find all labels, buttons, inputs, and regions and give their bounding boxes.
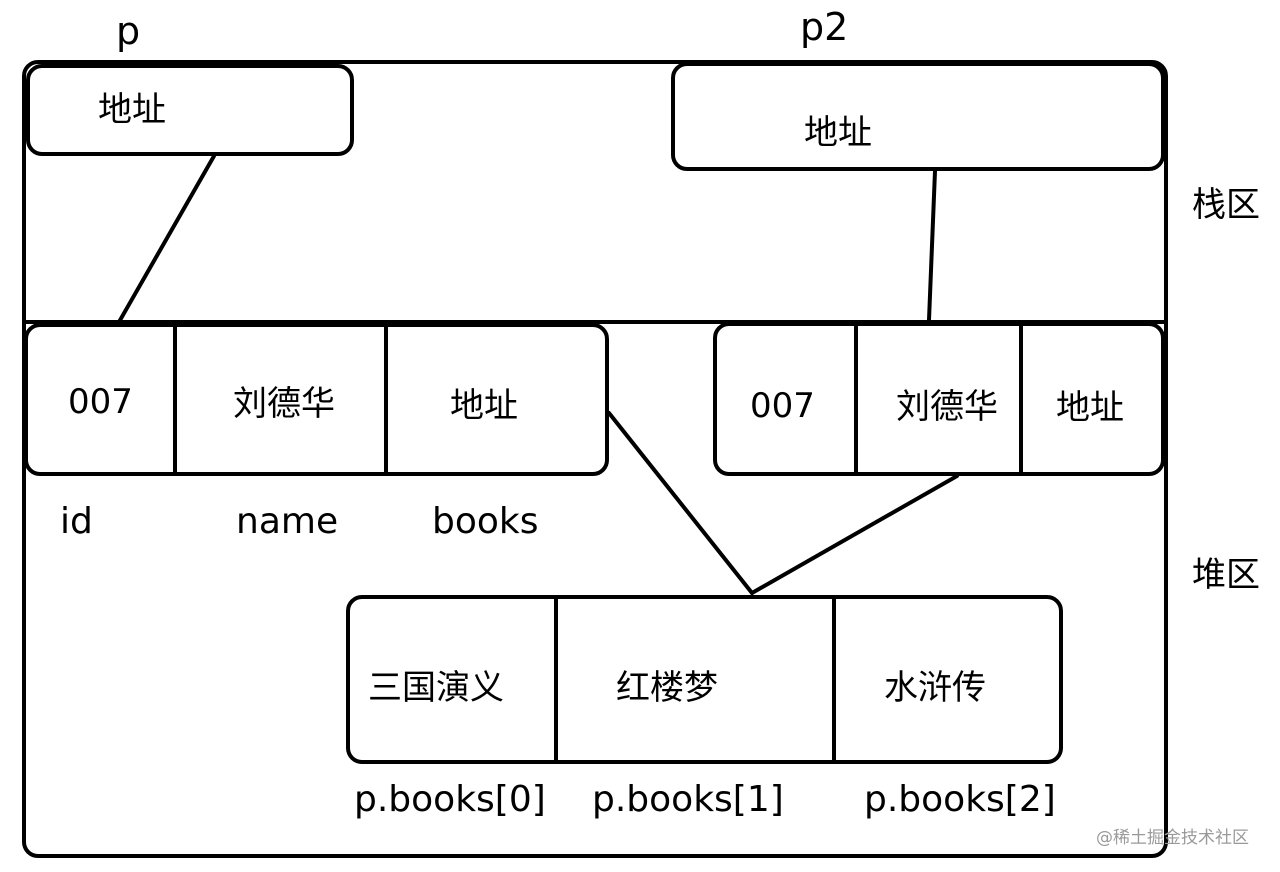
books-array-item-1: 红楼梦 <box>616 668 718 708</box>
heap-object-1 <box>24 323 609 476</box>
stack-region-label: 栈区 <box>1192 185 1260 225</box>
field-label-name: name <box>236 501 339 542</box>
heap-object-2-name-value: 刘德华 <box>896 387 998 427</box>
heap-region-label: 堆区 <box>1192 555 1260 595</box>
heap-object-1-divider-2 <box>384 325 388 474</box>
books-array <box>346 595 1063 764</box>
pointer-p-to-object-1 <box>117 154 216 324</box>
heap-object-2-id-value: 007 <box>750 386 815 426</box>
stack-heap-divider <box>24 320 1166 324</box>
books-array-divider-1 <box>554 597 558 762</box>
heap-object-1-divider-1 <box>173 325 177 474</box>
heap-object-1-books-value: 地址 <box>450 386 518 426</box>
heap-object-2-divider-1 <box>854 324 858 474</box>
pointer-object-2-books-to-array <box>750 474 959 595</box>
books-array-item-0: 三国演义 <box>368 668 504 708</box>
pointer-object-1-books-to-array <box>607 411 754 595</box>
variable-p2-label: p2 <box>800 5 849 49</box>
watermark-text: @稀土掘金技术社区 <box>1096 828 1249 848</box>
books-index-label-1: p.books[1] <box>592 779 784 820</box>
stack-box-p-text: 地址 <box>98 90 166 130</box>
variable-p-label: p <box>116 9 141 53</box>
stack-box-p <box>26 64 354 156</box>
field-label-books: books <box>432 501 539 542</box>
heap-object-2-books-value: 地址 <box>1056 388 1124 428</box>
heap-object-1-name-value: 刘德华 <box>233 384 335 424</box>
heap-object-2-divider-2 <box>1019 324 1023 474</box>
books-array-divider-2 <box>832 597 836 762</box>
stack-box-p2 <box>671 62 1165 171</box>
books-array-item-2: 水浒传 <box>884 668 986 708</box>
field-label-id: id <box>60 501 93 542</box>
pointer-p2-to-object-2 <box>927 169 937 322</box>
stack-box-p2-text: 地址 <box>804 113 872 153</box>
heap-object-1-id-value: 007 <box>68 382 133 422</box>
heap-object-2 <box>713 322 1165 476</box>
books-index-label-0: p.books[0] <box>354 779 546 820</box>
books-index-label-2: p.books[2] <box>864 779 1056 820</box>
